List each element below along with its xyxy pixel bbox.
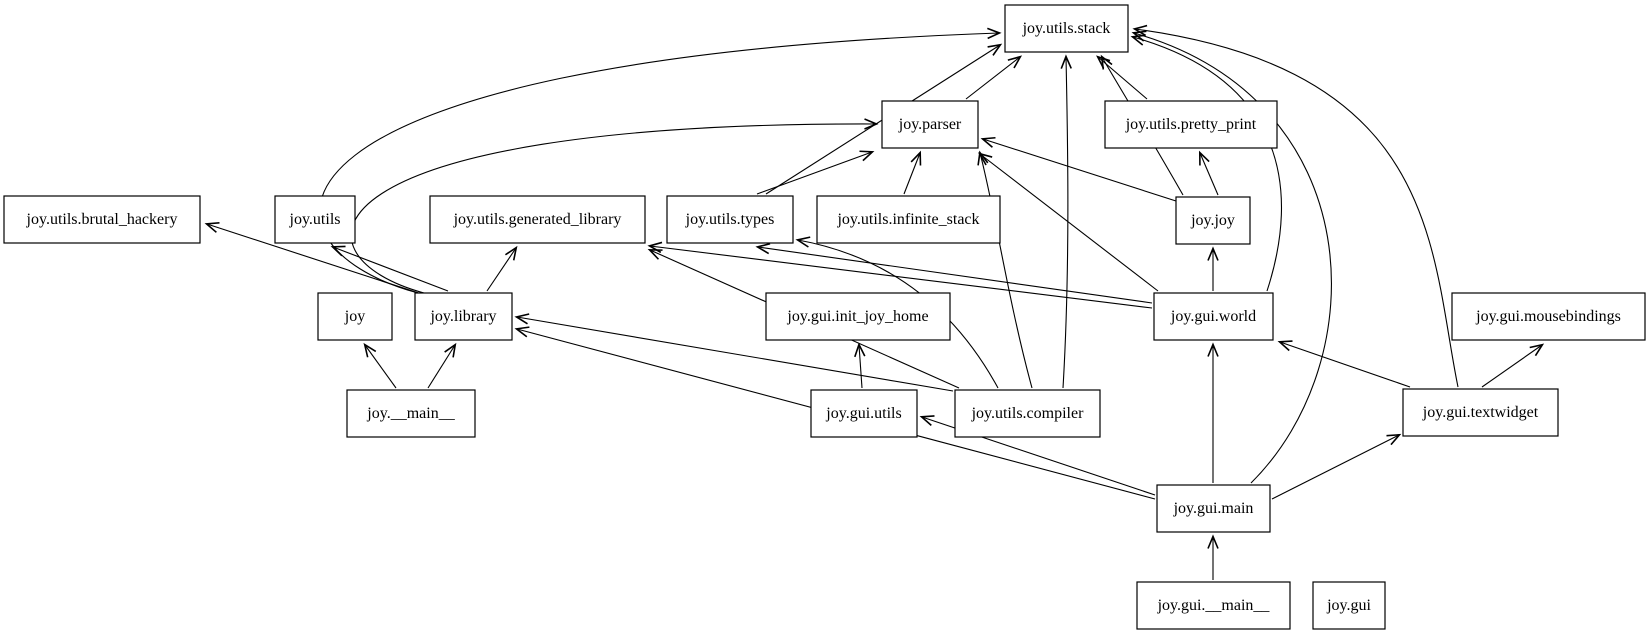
edge-joy.__main__-to-joy <box>363 342 397 389</box>
node-joy-utils-types: joy.utils.types <box>666 195 794 244</box>
node-box-joy-utils <box>274 195 356 244</box>
node-label-joy: joy <box>344 308 365 325</box>
edge-joy.gui.world-to-joy.parser <box>977 152 1159 292</box>
edge-joy.gui.main-to-joy.gui.textwidget <box>1271 433 1402 500</box>
node-label-joy-gui-world: joy.gui.world <box>1170 308 1256 325</box>
node-label-joy-library: joy.library <box>429 308 496 325</box>
node-box-joy-main <box>346 389 476 438</box>
node-box-joy-gui-mousebindings <box>1451 292 1646 341</box>
node-label-joy-main: joy.__main__ <box>366 405 455 422</box>
node-label-joy-gui: joy.gui <box>1326 597 1371 614</box>
edge-joy.utils.compiler-to-joy.utils.types <box>795 236 999 389</box>
edge-joy.gui.utils-to-joy.gui.init_joy_home <box>854 342 866 389</box>
node-label-joy-utils-generated-library: joy.utils.generated_library <box>453 211 622 228</box>
node-label-joy-utils-stack: joy.utils.stack <box>1022 20 1111 37</box>
node-joy-gui-mousebindings: joy.gui.mousebindings <box>1451 292 1646 341</box>
edge-joy.gui.textwidget-to-joy.gui.world <box>1277 340 1411 388</box>
node-joy-utils-infinite-stack: joy.utils.infinite_stack <box>816 195 1001 244</box>
node-joy-utils-pretty-print: joy.utils.pretty_print <box>1104 100 1278 149</box>
edge-joy.utils.compiler-to-joy.utils.stack <box>1060 54 1072 389</box>
node-label-joy-gui-mousebindings: joy.gui.mousebindings <box>1475 308 1621 325</box>
edge-joy.utils.compiler-to-joy.parser <box>977 150 1033 389</box>
node-label-joy-utils-infinite-stack: joy.utils.infinite_stack <box>836 211 979 228</box>
edge-joy.gui.world-to-joy.utils.stack <box>1130 34 1282 292</box>
edge-joy.gui.world-to-joy.utils.types <box>755 242 1153 304</box>
edge-joy.library-to-joy.utils.stack <box>319 27 1002 294</box>
node-joy-gui-world: joy.gui.world <box>1153 292 1274 341</box>
nodes-layer: joy.utils.stack joy.parser joy.utils.prett… <box>3 4 1646 630</box>
node-label-joy-gui-init-joy-home: joy.gui.init_joy_home <box>786 308 928 325</box>
node-box-joy-gui-utils <box>810 389 918 438</box>
node-box-joy-gui-init-joy-home <box>765 292 951 341</box>
node-joy-utils: joy.utils <box>274 195 356 244</box>
edge-joy.gui.textwidget-to-joy.gui.mousebindings <box>1481 343 1545 388</box>
node-joy-gui-main: joy.gui.main <box>1156 484 1271 533</box>
edge-joy.gui.world-to-joy.utils.generated_library <box>647 241 1153 309</box>
node-box-joy-parser <box>881 100 979 149</box>
node-joy-joy: joy.joy <box>1175 196 1251 245</box>
node-box-joy-gui-main <box>1156 484 1271 533</box>
node-box-joy-utils-generated-library <box>429 195 646 244</box>
edge-joy.utils.infinite_stack-to-joy.parser <box>903 150 922 195</box>
node-box-joy <box>317 292 393 341</box>
node-joy-utils-stack: joy.utils.stack <box>1004 4 1129 53</box>
node-joy: joy <box>317 292 393 341</box>
edge-joy.gui.main-to-joy.utils.stack <box>1131 30 1332 484</box>
node-label-joy-gui-utils: joy.gui.utils <box>825 405 901 422</box>
node-joy-gui-init-joy-home: joy.gui.init_joy_home <box>765 292 951 341</box>
node-box-joy-utils-types <box>666 195 794 244</box>
node-box-joy-utils-pretty-print <box>1104 100 1278 149</box>
node-label-joy-gui-main-module: joy.gui.__main__ <box>1157 597 1271 614</box>
edge-joy.utils.compiler-to-joy.library <box>514 313 954 392</box>
node-box-joy-joy <box>1175 196 1251 245</box>
node-label-joy-gui-textwidget: joy.gui.textwidget <box>1422 404 1539 421</box>
node-box-joy-utils-infinite-stack <box>816 195 1001 244</box>
edge-joy.joy-to-joy.parser <box>980 136 1177 202</box>
node-joy-utils-generated-library: joy.utils.generated_library <box>429 195 646 244</box>
node-joy-main: joy.__main__ <box>346 389 476 438</box>
edge-joy.parser-to-joy.utils.stack <box>965 55 1023 100</box>
node-label-joy-utils: joy.utils <box>289 211 341 228</box>
node-box-joy-utils-compiler <box>954 389 1101 438</box>
node-joy-parser: joy.parser <box>881 100 979 149</box>
node-box-joy-gui-main-module <box>1136 581 1291 630</box>
node-joy-gui-utils: joy.gui.utils <box>810 389 918 438</box>
node-label-joy-gui-main: joy.gui.main <box>1173 500 1254 517</box>
node-box-joy-gui-textwidget <box>1402 388 1559 437</box>
edge-joy.utils.types-to-joy.parser <box>756 150 875 195</box>
node-joy-utils-brutal-hackery: joy.utils.brutal_hackery <box>3 195 201 244</box>
edge-joy.library-to-joy.utils <box>330 245 449 292</box>
node-label-joy-joy: joy.joy <box>1190 212 1235 229</box>
node-box-joy-utils-stack <box>1004 4 1129 53</box>
edge-joy.gui.textwidget-to-joy.utils.stack <box>1132 24 1459 388</box>
node-box-joy-gui-world <box>1153 292 1274 341</box>
node-label-joy-utils-types: joy.utils.types <box>685 211 775 228</box>
node-box-joy-library <box>414 292 513 341</box>
node-label-joy-utils-compiler: joy.utils.compiler <box>971 405 1085 422</box>
edge-joy.joy-to-joy.utils.pretty_print <box>1198 150 1219 196</box>
node-label-joy-utils-brutal-hackery: joy.utils.brutal_hackery <box>26 211 178 228</box>
node-joy-gui-textwidget: joy.gui.textwidget <box>1402 388 1559 437</box>
edge-joy.__main__-to-joy.library <box>427 342 457 389</box>
edge-joy.library-to-joy.utils.generated_library <box>486 245 518 292</box>
node-label-joy-parser: joy.parser <box>898 116 962 133</box>
node-joy-library: joy.library <box>414 292 513 341</box>
node-joy-utils-compiler: joy.utils.compiler <box>954 389 1101 438</box>
node-box-joy-gui <box>1312 581 1386 630</box>
edge-joy.library-to-joy.parser <box>350 118 879 294</box>
node-box-joy-utils-brutal-hackery <box>3 195 201 244</box>
edge-joy.utils.pretty_print-to-joy.utils.stack <box>1096 55 1148 100</box>
node-label-joy-utils-pretty-print: joy.utils.pretty_print <box>1125 116 1257 133</box>
node-joy-gui: joy.gui <box>1312 581 1386 630</box>
node-joy-gui-main-module: joy.gui.__main__ <box>1136 581 1291 630</box>
